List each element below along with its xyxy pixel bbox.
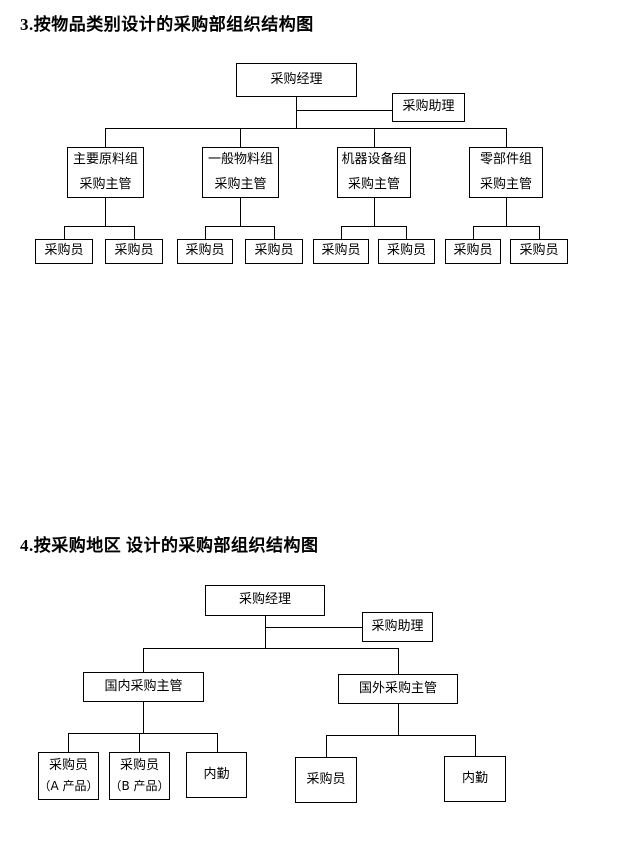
- node-buyer-7: 采购员: [445, 239, 501, 264]
- node-label: 采购员: [519, 243, 559, 259]
- node-label: 采购员: [119, 758, 159, 774]
- node-label: 采购员: [48, 758, 88, 774]
- connector-line: [64, 226, 65, 239]
- connector-line: [506, 198, 507, 226]
- connector-line: [139, 733, 140, 752]
- node-label: 采购经理: [238, 592, 291, 608]
- connector-line: [341, 226, 342, 239]
- node-buyer-2: 采购员: [105, 239, 163, 264]
- node-sublabel: 采购主管: [79, 177, 132, 192]
- node-label: 主要原料组: [72, 151, 138, 167]
- node-label: 采购员: [44, 243, 84, 259]
- node-label: 内勤: [461, 770, 488, 786]
- node-label: 采购员: [185, 243, 225, 259]
- node-label: 采购员: [386, 243, 426, 259]
- node-label: 国外采购主管: [358, 680, 437, 696]
- connector-line: [398, 704, 399, 735]
- node-buyer-3: 采购员: [177, 239, 233, 264]
- connector-line: [326, 735, 327, 757]
- node-label: 采购员: [306, 771, 346, 787]
- node-sublabel: （B 产品）: [109, 778, 170, 793]
- node-label: 采购员: [114, 243, 154, 259]
- node-sublabel: （A 产品）: [38, 778, 99, 793]
- node-buyer-5: 采购员: [313, 239, 369, 264]
- node-purchasing-manager: 采购经理: [205, 585, 325, 616]
- node-group-general-materials: 一般物料组 采购主管: [202, 147, 279, 198]
- node-group-main-raw-materials: 主要原料组 采购主管: [67, 147, 144, 198]
- connector-line: [265, 627, 362, 628]
- connector-line: [240, 198, 241, 226]
- connector-line: [265, 616, 266, 648]
- node-purchasing-assistant: 采购助理: [362, 612, 433, 642]
- node-buyer-foreign: 采购员: [295, 757, 357, 803]
- connector-line: [205, 226, 274, 227]
- connector-line: [475, 735, 476, 756]
- connector-line: [217, 733, 218, 752]
- connector-line: [105, 128, 507, 129]
- connector-line: [473, 226, 539, 227]
- node-label: 采购员: [254, 243, 294, 259]
- section-4-heading: 4.按采购地区 设计的采购部组织结构图: [20, 536, 319, 555]
- node-label: 机器设备组: [341, 151, 407, 167]
- node-group-parts-components: 零部件组 采购主管: [469, 147, 543, 198]
- connector-line: [134, 226, 135, 239]
- connector-line: [143, 648, 398, 649]
- node-label: 内勤: [203, 766, 230, 782]
- connector-line: [506, 128, 507, 147]
- node-label: 国内采购主管: [104, 678, 183, 694]
- node-label: 采购员: [321, 243, 361, 259]
- connector-line: [274, 226, 275, 239]
- node-buyer-product-a: 采购员 （A 产品）: [38, 752, 99, 800]
- connector-line: [341, 226, 406, 227]
- connector-line: [64, 226, 134, 227]
- connector-line: [143, 702, 144, 733]
- node-office-clerk-domestic: 内勤: [186, 752, 247, 798]
- node-office-clerk-foreign: 内勤: [444, 756, 506, 802]
- node-label: 零部件组: [479, 151, 532, 167]
- node-buyer-1: 采购员: [35, 239, 93, 264]
- connector-line: [68, 733, 217, 734]
- node-purchasing-assistant: 采购助理: [392, 93, 465, 122]
- node-label: 采购员: [453, 243, 493, 259]
- connector-line: [406, 226, 407, 239]
- connector-line: [374, 128, 375, 147]
- connector-line: [105, 128, 106, 147]
- connector-line: [205, 226, 206, 239]
- node-group-machinery-equipment: 机器设备组 采购主管: [337, 147, 411, 198]
- node-sublabel: 采购主管: [214, 177, 267, 192]
- connector-line: [105, 198, 106, 226]
- connector-line: [326, 735, 475, 736]
- connector-line: [240, 128, 241, 147]
- node-domestic-supervisor: 国内采购主管: [83, 672, 204, 702]
- node-buyer-8: 采购员: [510, 239, 568, 264]
- node-label: 采购助理: [402, 99, 455, 115]
- node-purchasing-manager: 采购经理: [236, 63, 357, 97]
- connector-line: [539, 226, 540, 239]
- node-sublabel: 采购主管: [479, 177, 532, 192]
- connector-line: [398, 648, 399, 674]
- node-sublabel: 采购主管: [347, 177, 400, 192]
- node-label: 采购经理: [270, 71, 323, 87]
- node-buyer-4: 采购员: [245, 239, 303, 264]
- connector-line: [374, 198, 375, 226]
- section-3-heading: 3.按物品类别设计的采购部组织结构图: [20, 15, 314, 34]
- node-buyer-product-b: 采购员 （B 产品）: [109, 752, 170, 800]
- node-label: 一般物料组: [207, 151, 273, 167]
- node-buyer-6: 采购员: [378, 239, 435, 264]
- node-label: 采购助理: [371, 618, 424, 634]
- connector-line: [68, 733, 69, 752]
- node-foreign-supervisor: 国外采购主管: [338, 674, 458, 704]
- connector-line: [296, 97, 297, 128]
- connector-line: [296, 110, 392, 111]
- connector-line: [143, 648, 144, 672]
- connector-line: [473, 226, 474, 239]
